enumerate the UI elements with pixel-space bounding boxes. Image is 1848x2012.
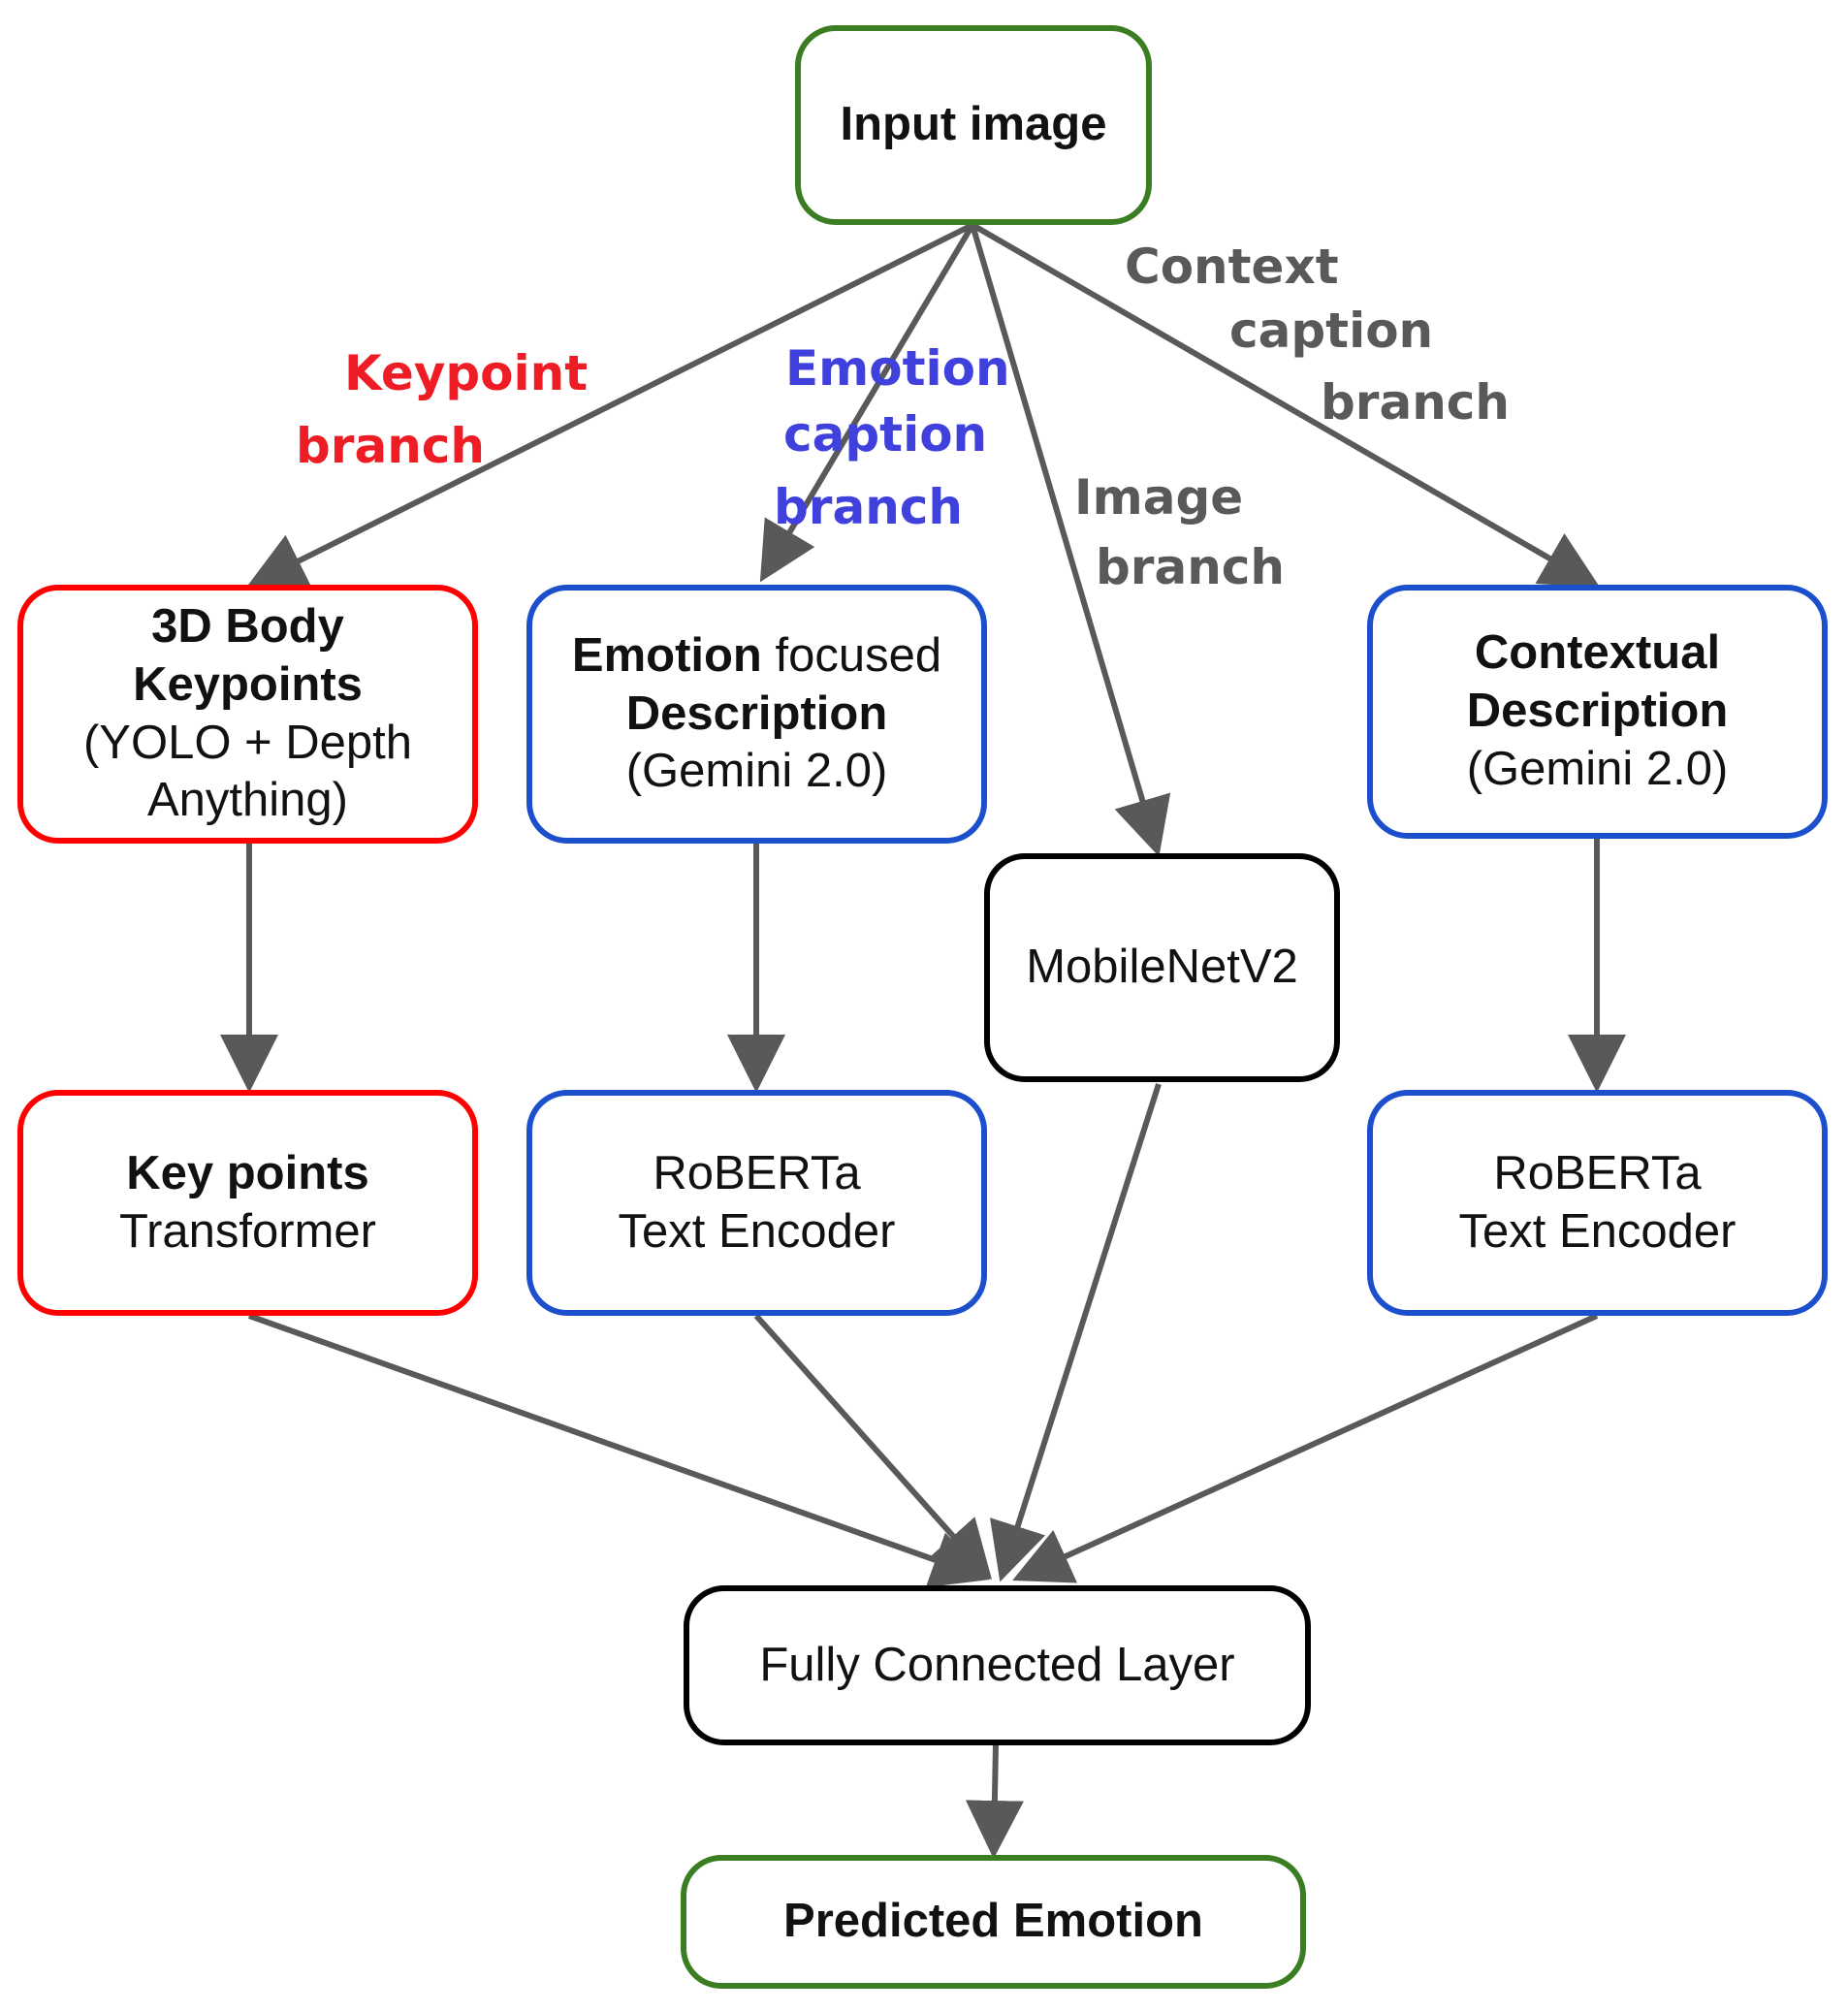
mobilenet-label: MobileNetV2 [1026,941,1298,994]
keypoints-transformer-subtitle: Transformer [118,1204,376,1258]
roberta-context-node: RoBERTa Text Encoder [1367,1090,1828,1316]
edge-input-to-context-description [971,222,1601,589]
keypoints-transformer-title: Key points [126,1146,369,1199]
contextual-description-title-2: Description [1466,685,1729,738]
edge-input-to-mobilenet [970,224,1171,857]
edge-transformer-to-fc [247,1313,991,1588]
emotion-description-model: (Gemini 2.0) [625,745,888,798]
body-keypoints-title-2: Keypoints [133,657,363,711]
roberta-emotion-node: RoBERTa Text Encoder [526,1090,987,1316]
predicted-emotion-node: Predicted Emotion [681,1855,1306,1989]
roberta-emotion-subtitle: Text Encoder [618,1204,896,1258]
emotion-description-title: Description [625,687,888,740]
body-keypoints-subtitle-2: Anything) [146,774,348,827]
fully-connected-label: Fully Connected Layer [759,1638,1235,1691]
contextual-description-title-1: Contextual [1474,626,1721,680]
edge-mobilenet-to-fc [989,1083,1162,1582]
roberta-emotion-title: RoBERTa [653,1146,861,1199]
input-image-label: Input image [840,98,1107,151]
fully-connected-node: Fully Connected Layer [684,1585,1311,1745]
context-branch-line-1: Context [1125,239,1339,295]
emotion-branch-line-1: Emotion [785,340,1010,397]
body-keypoints-title-1: 3D Body [151,599,344,653]
roberta-context-title: RoBERTa [1493,1146,1702,1199]
emotion-branch-line-2: caption [783,406,988,463]
edge-roberta-emotion-to-fc [753,1314,992,1580]
keypoint-branch-line-1: Keypoint [344,345,589,401]
emotion-description-focused: focused [761,628,942,682]
keypoint-branch-line-2: branch [296,418,486,474]
context-branch-line-2: caption [1229,303,1434,359]
body-keypoints-subtitle-1: (YOLO + Depth [82,716,413,769]
body-keypoints-node: 3D Body Keypoints (YOLO + Depth Anything… [17,585,478,844]
mobilenet-node: MobileNetV2 [984,853,1340,1082]
keypoints-transformer-node: Key points Transformer [17,1090,478,1316]
emotion-description-line-1: Emotion focused [572,627,941,686]
emotion-description-emphasis: Emotion [571,628,762,682]
contextual-description-model: (Gemini 2.0) [1466,742,1729,795]
edge-roberta-context-to-fc [1012,1313,1599,1583]
context-branch-line-3: branch [1321,374,1511,431]
input-image-node: Input image [795,25,1152,225]
image-branch-line-2: branch [1096,539,1286,595]
emotion-description-node: Emotion focused Description (Gemini 2.0) [526,585,987,844]
roberta-context-subtitle: Text Encoder [1458,1204,1736,1258]
image-branch-line-1: Image [1074,469,1244,526]
contextual-description-node: Contextual Description (Gemini 2.0) [1367,585,1828,839]
emotion-branch-line-3: branch [774,479,964,535]
edge-input-to-body-keypoints [246,222,974,588]
predicted-emotion-label: Predicted Emotion [783,1895,1203,1948]
edge-input-to-emotion-description [759,223,975,583]
edge-fc-to-output [965,1744,1024,1859]
